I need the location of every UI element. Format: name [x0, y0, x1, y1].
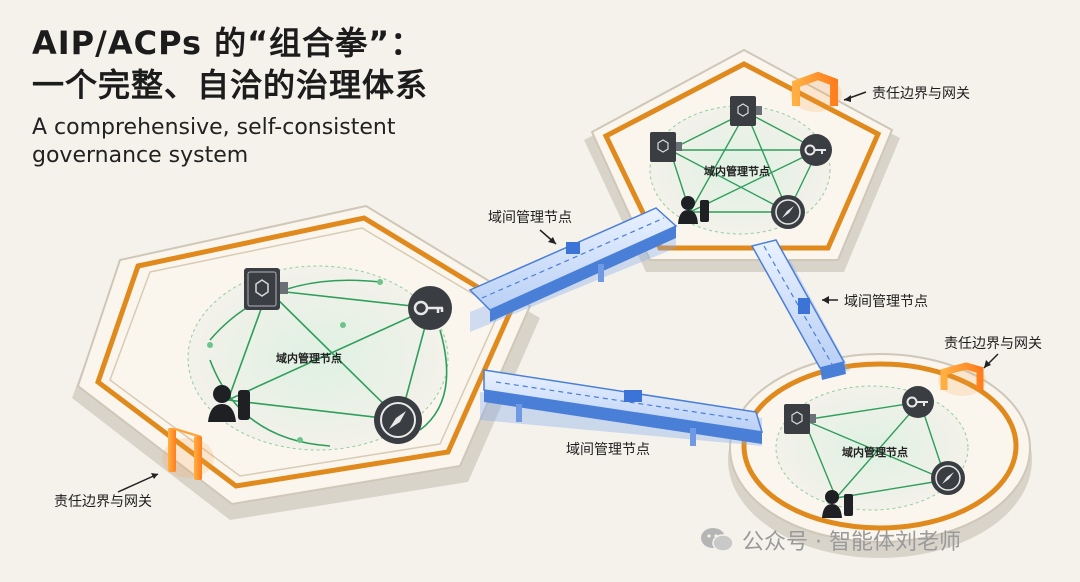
- domain-bottom-gateway-label: 责任边界与网关: [944, 336, 1042, 352]
- bridge-lower-label: 域间管理节点: [566, 442, 650, 458]
- wechat-icon: [701, 528, 734, 552]
- domain-bottom-boundary: [741, 361, 1019, 531]
- domain-left-dots: [207, 279, 383, 443]
- arrowhead: [822, 296, 829, 304]
- domain-top-gateway[interactable]: [790, 71, 842, 112]
- key-icon: [902, 386, 934, 418]
- ledger-icon: [784, 404, 816, 434]
- bridge-right-flow: [763, 245, 833, 365]
- bridge-upper-label: 域间管理节点: [488, 210, 572, 226]
- ledger-icon: [650, 132, 682, 162]
- domain-top-boundary: [602, 61, 882, 251]
- domain-left-gateway-arrow: [117, 473, 159, 493]
- arrowhead: [151, 473, 158, 479]
- domain-left-gateway-label: 责任边界与网关: [54, 494, 152, 510]
- domain-bottom-gateway[interactable]: [938, 362, 986, 396]
- bridge-upper-node: [566, 242, 580, 254]
- domain-left-inner-line: [109, 227, 501, 477]
- compass-icon: [931, 461, 965, 495]
- bridge-upper-leg: [598, 264, 604, 282]
- domain-left: 域内管理节点 责任边界与网关: [54, 204, 540, 520]
- identity-icon: [208, 385, 250, 422]
- bridge-right-node: [798, 298, 810, 314]
- bridge-right-label: 域间管理节点: [844, 294, 928, 310]
- domain-bottom-label: 域内管理节点: [842, 445, 908, 459]
- key-icon: [408, 286, 452, 330]
- bridge-upper[interactable]: [468, 207, 678, 332]
- bridge-upper-flow: [481, 217, 665, 299]
- compass-icon: [374, 396, 422, 444]
- bridge-lower[interactable]: [480, 369, 764, 446]
- arrowhead: [984, 360, 991, 368]
- watermark-text: 公众号 · 智能体刘老师: [742, 530, 961, 555]
- key-icon: [800, 134, 832, 166]
- bridge-lower-flow: [495, 381, 749, 421]
- identity-icon: [678, 196, 709, 224]
- identity-icon: [822, 490, 853, 518]
- domain-top-gateway-label: 责任边界与网关: [872, 86, 970, 102]
- domain-left-gateway[interactable]: [162, 428, 214, 480]
- arrowhead: [548, 237, 556, 244]
- domain-top-label: 域内管理节点: [704, 164, 770, 178]
- bridge-upper-side: [490, 226, 676, 322]
- ledger-icon: [244, 268, 288, 310]
- bridge-right[interactable]: [750, 239, 850, 380]
- watermark: 公众号 · 智能体刘老师: [700, 524, 961, 556]
- title-en: A comprehensive, self-consistent governa…: [32, 115, 396, 168]
- bridge-right-side: [820, 362, 846, 380]
- bridge-lower-node: [624, 390, 642, 402]
- domain-bottom: 域内管理节点 责任边界与网关: [728, 336, 1042, 558]
- title-block: AIP/ACPs 的“组合拳”： 一个完整、自洽的治理体系 A comprehe…: [32, 22, 452, 170]
- arrowhead: [844, 95, 851, 102]
- bridge-lower-leg: [516, 404, 522, 422]
- ledger-icon: [730, 96, 762, 126]
- compass-icon: [771, 195, 805, 229]
- title-cn-line1: AIP/ACPs 的“组合拳”：: [32, 24, 424, 62]
- bridge-lower-leg: [690, 428, 696, 446]
- domain-left-boundary: [95, 215, 516, 489]
- title-cn-line2: 一个完整、自洽的治理体系: [32, 66, 429, 104]
- domain-left-label: 域内管理节点: [276, 351, 342, 365]
